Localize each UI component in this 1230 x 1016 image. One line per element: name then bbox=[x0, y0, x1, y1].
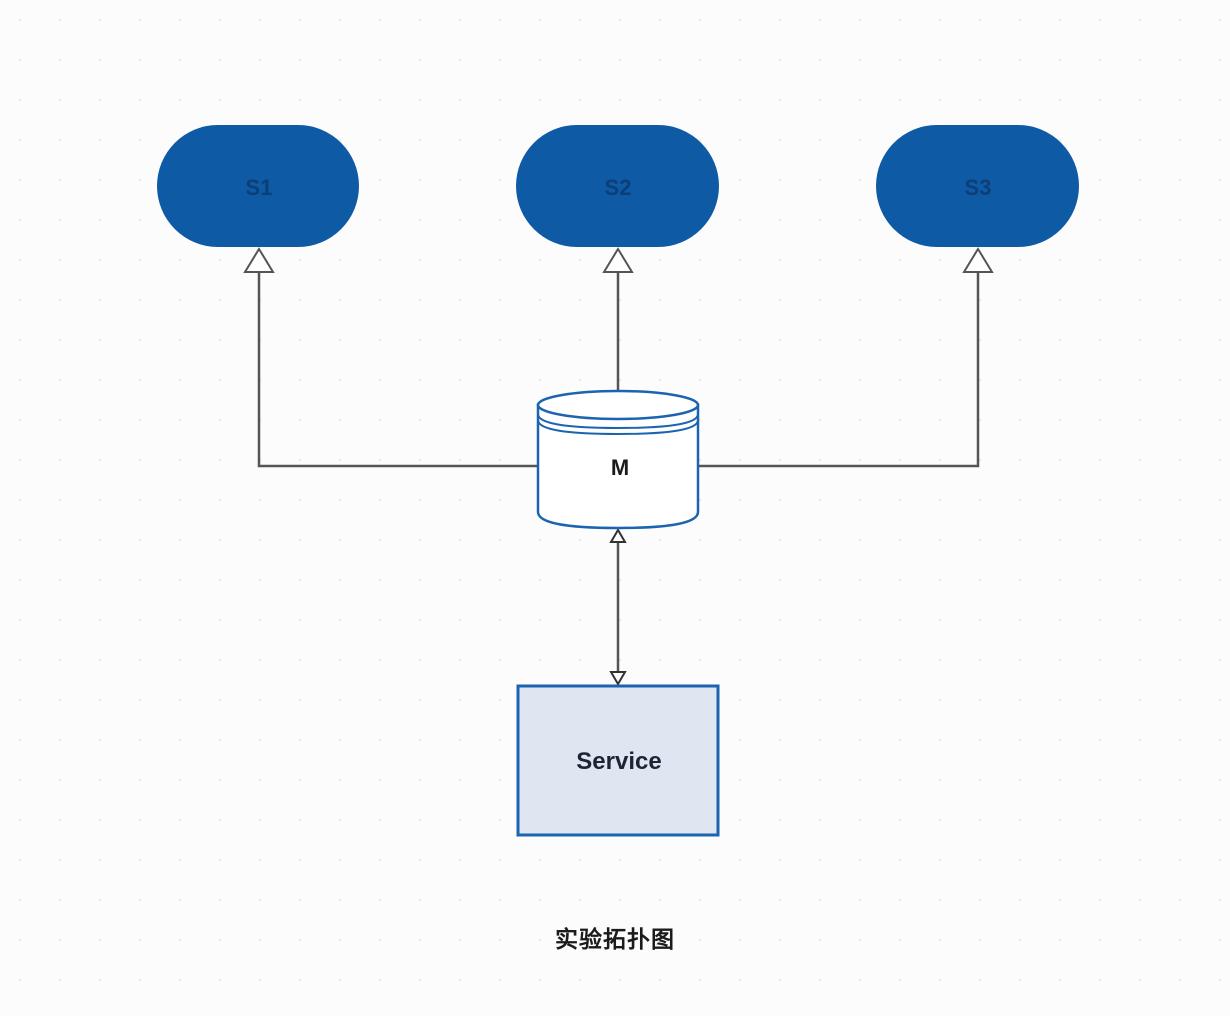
node-service-shape bbox=[516, 684, 720, 837]
node-s3[interactable]: S3 bbox=[876, 125, 1079, 247]
node-s2[interactable]: S2 bbox=[516, 125, 719, 247]
arrowhead-up-m bbox=[609, 528, 627, 543]
node-m-label: M bbox=[611, 455, 629, 480]
node-s1-label: S1 bbox=[246, 175, 273, 200]
database-ring-1 bbox=[537, 413, 699, 430]
edge-m-to-s1 bbox=[257, 272, 538, 468]
arrowhead-s3 bbox=[962, 247, 994, 273]
database-body bbox=[536, 403, 700, 530]
database-top bbox=[536, 389, 700, 421]
node-s3-label: S3 bbox=[965, 175, 992, 200]
node-service[interactable]: Service bbox=[516, 684, 720, 837]
database-ring-2 bbox=[537, 419, 699, 436]
arrowhead-s2 bbox=[602, 247, 634, 273]
arrowhead-down-service bbox=[609, 671, 627, 686]
node-service-label: Service bbox=[576, 748, 661, 775]
node-m-database[interactable]: M bbox=[536, 389, 700, 530]
edge-m-to-s3 bbox=[698, 272, 980, 468]
arrowhead-s1 bbox=[243, 247, 275, 273]
node-s1-shape bbox=[157, 125, 359, 247]
node-s3-shape bbox=[876, 125, 1079, 247]
node-s2-shape bbox=[516, 125, 719, 247]
node-s2-label: S2 bbox=[605, 175, 632, 200]
node-s1[interactable]: S1 bbox=[157, 125, 359, 247]
diagram-caption: 实验拓扑图 bbox=[555, 927, 675, 953]
